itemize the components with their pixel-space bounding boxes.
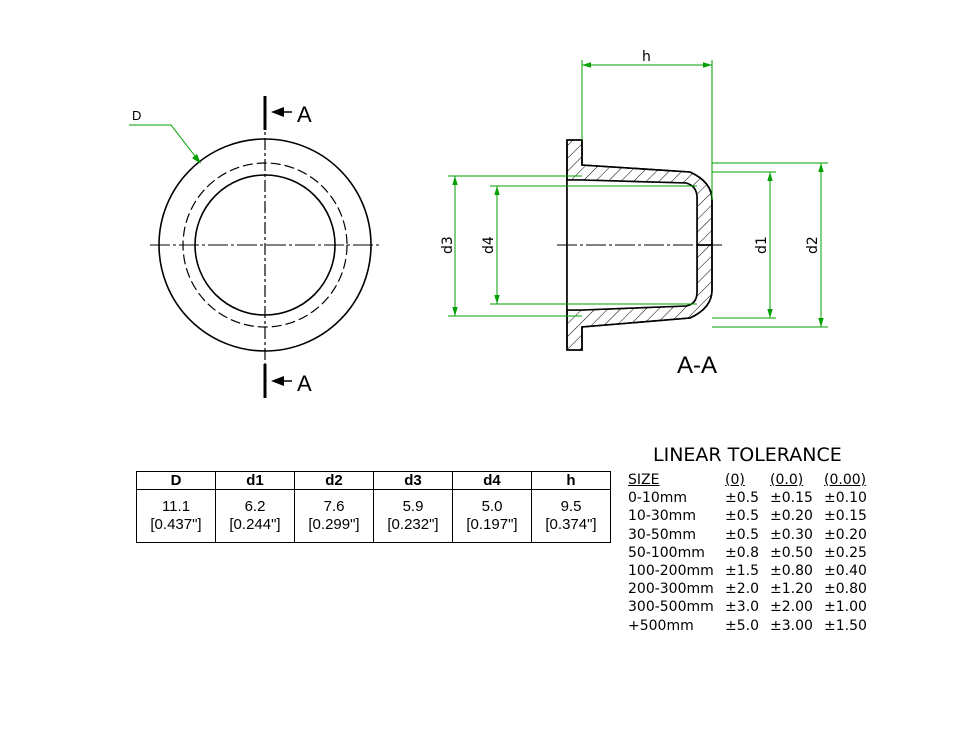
header-d1: d1: [215, 471, 295, 490]
label-d2: d2: [805, 236, 821, 254]
mm-value: 5.0: [481, 498, 503, 515]
mm-value: 5.9: [402, 498, 424, 515]
inch-value: [0.232"]: [387, 516, 439, 533]
value-d: 11.1[0.437"]: [136, 489, 216, 543]
header-d: D: [136, 471, 216, 490]
header-d3: d3: [373, 471, 453, 490]
label-d3: d3: [440, 236, 456, 254]
tolerance-size: 30-50mm: [628, 526, 696, 543]
section-label-top: A: [297, 102, 312, 127]
dimension-table-values: 11.1[0.437"] 6.2[0.244"] 7.6[0.299"] 5.9…: [136, 489, 611, 543]
tolerance-value: ±0.20: [770, 508, 813, 525]
tolerance-value: ±0.5: [725, 490, 759, 507]
tolerance-value: ±0.15: [770, 490, 813, 507]
tolerance-header-size: SIZE: [628, 472, 660, 488]
mm-value: 7.6: [323, 498, 345, 515]
label-d: D: [132, 108, 141, 123]
header-d4: d4: [452, 471, 532, 490]
tolerance-value: ±1.5: [725, 562, 759, 579]
section-outline: [566, 139, 713, 351]
tolerance-size: 100-200mm: [628, 562, 714, 579]
tolerance-size: +500mm: [628, 617, 694, 634]
tolerance-value: ±2.00: [770, 599, 813, 616]
tolerance-value: ±0.30: [770, 526, 813, 543]
inch-value: [0.244"]: [229, 516, 281, 533]
section-view: A-A: [557, 139, 722, 379]
label-d4: d4: [481, 236, 497, 254]
tolerance-value: ±1.50: [824, 617, 867, 634]
tolerance-value: ±5.0: [725, 617, 759, 634]
header-d2: d2: [294, 471, 374, 490]
tolerance-header-00: (0.0): [770, 472, 804, 488]
section-label-bottom: A: [297, 371, 312, 396]
tolerance-value: ±0.80: [824, 581, 867, 598]
mm-value: 11.1: [161, 498, 191, 515]
front-view: A A D: [129, 96, 382, 398]
tolerance-value: ±0.20: [824, 526, 867, 543]
inch-value: [0.437"]: [150, 516, 202, 533]
tolerance-header-0: (0): [725, 472, 745, 488]
d-leader: [129, 124, 199, 161]
label-h: h: [642, 49, 651, 65]
tolerance-value: ±1.00: [824, 599, 867, 616]
mm-value: 9.5: [560, 498, 582, 515]
value-d3: 5.9[0.232"]: [373, 489, 453, 543]
tolerance-value: ±0.25: [824, 544, 867, 561]
tolerance-size: 10-30mm: [628, 508, 696, 525]
value-d1: 6.2[0.244"]: [215, 489, 295, 543]
tolerance-size: 0-10mm: [628, 490, 688, 507]
tolerance-value: ±0.5: [725, 508, 759, 525]
tolerance-size: 50-100mm: [628, 544, 705, 561]
tolerance-size: 300-500mm: [628, 599, 714, 616]
tolerance-value: ±3.0: [725, 599, 759, 616]
header-h: h: [531, 471, 611, 490]
tolerance-value: ±0.50: [770, 544, 813, 561]
dimension-table: D d1 d2 d3 d4 h 11.1[0.437"] 6.2[0.244"]…: [136, 471, 611, 543]
tolerance-value: ±0.15: [824, 508, 867, 525]
tolerance-value: ±0.5: [725, 526, 759, 543]
tolerance-size: 200-300mm: [628, 581, 714, 598]
tolerance-value: ±2.0: [725, 581, 759, 598]
inch-value: [0.197"]: [466, 516, 518, 533]
section-view-label: A-A: [677, 352, 717, 379]
tolerance-value: ±3.00: [770, 617, 813, 634]
inch-value: [0.374"]: [545, 516, 597, 533]
tolerance-header-000: (0.00): [824, 472, 867, 488]
d-leader-arrow: [192, 154, 201, 164]
value-d4: 5.0[0.197"]: [452, 489, 532, 543]
tolerance-value: ±0.40: [824, 562, 867, 579]
label-d1: d1: [754, 236, 770, 254]
dimension-labels: h d3 d4 d1 d2: [440, 49, 821, 254]
tolerance-title: LINEAR TOLERANCE: [653, 444, 842, 466]
mm-value: 6.2: [244, 498, 266, 515]
inch-value: [0.299"]: [308, 516, 360, 533]
dimension-table-header: D d1 d2 d3 d4 h: [136, 471, 611, 490]
tolerance-value: ±0.10: [824, 490, 867, 507]
section-arrow-bottom: [271, 376, 284, 386]
value-d2: 7.6[0.299"]: [294, 489, 374, 543]
dimensions: [448, 60, 828, 328]
section-arrow-top: [271, 107, 284, 117]
tolerance-value: ±0.80: [770, 562, 813, 579]
tolerance-value: ±1.20: [770, 581, 813, 598]
tolerance-value: ±0.8: [725, 544, 759, 561]
value-h: 9.5[0.374"]: [531, 489, 611, 543]
